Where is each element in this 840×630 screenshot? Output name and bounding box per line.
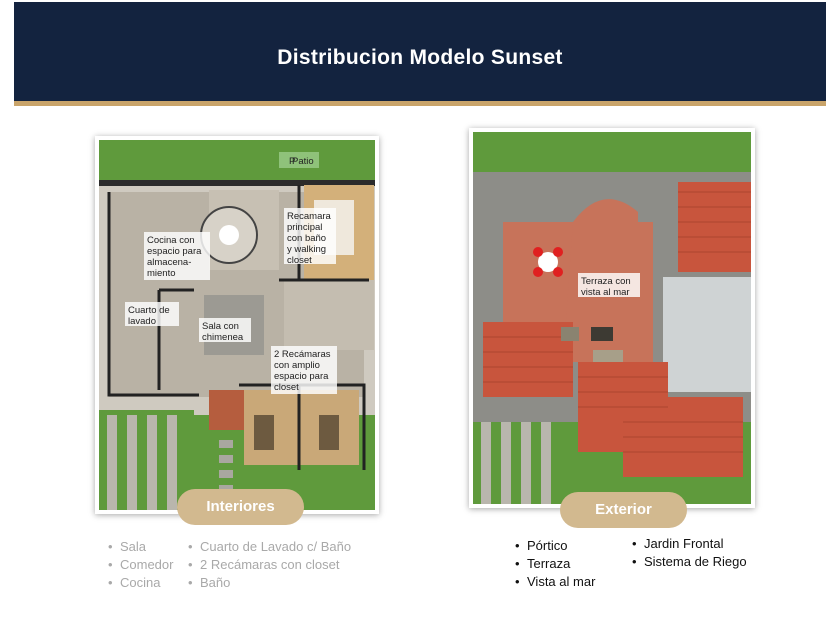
label-living: Sala con chimenea: [199, 318, 251, 343]
list-item: Vista al mar: [527, 573, 595, 591]
list-item: Baño: [200, 574, 351, 592]
list-item: Pórtico: [527, 537, 595, 555]
svg-text:principal: principal: [287, 222, 322, 233]
label-terrace: Terraza con vista al mar: [578, 273, 640, 298]
svg-text:closet: closet: [287, 255, 312, 266]
exterior-features-list-2: Jardin Frontal Sistema de Riego: [644, 535, 747, 571]
svg-text:miento: miento: [147, 268, 176, 279]
interior-floorplan-image: P Patio Cocina con espacio para almacena…: [99, 140, 375, 510]
svg-text:almacena-: almacena-: [147, 257, 191, 268]
list-item: Jardin Frontal: [644, 535, 747, 553]
svg-text:2 Recámaras: 2 Recámaras: [274, 349, 331, 360]
interior-floorplan-card: P Patio Cocina con espacio para almacena…: [95, 136, 379, 514]
svg-text:y walking: y walking: [287, 244, 326, 255]
list-item: Sala: [120, 538, 173, 556]
svg-text:Recamara: Recamara: [287, 211, 332, 222]
interior-features-list-2: Cuarto de Lavado c/ Baño 2 Recámaras con…: [200, 538, 351, 592]
interiors-pill: Interiores: [177, 489, 304, 525]
svg-text:lavado: lavado: [128, 316, 156, 327]
svg-text:chimenea: chimenea: [202, 332, 244, 343]
svg-text:Terraza con: Terraza con: [581, 276, 631, 287]
list-item: Terraza: [527, 555, 595, 573]
svg-text:con amplio: con amplio: [274, 360, 320, 371]
svg-text:P: P: [289, 156, 295, 167]
exterior-features-list-1: Pórtico Terraza Vista al mar: [527, 537, 595, 591]
page-title: Distribucion Modelo Sunset: [277, 46, 563, 69]
label-kitchen: Cocina con espacio para almacena- miento: [144, 232, 210, 280]
label-patio: P: [279, 152, 319, 168]
svg-text:vista al mar: vista al mar: [581, 287, 630, 298]
svg-text:Patio: Patio: [292, 156, 314, 167]
svg-text:con baño: con baño: [287, 233, 326, 244]
list-item: Cuarto de Lavado c/ Baño: [200, 538, 351, 556]
exterior-pill: Exterior: [560, 492, 687, 528]
svg-text:Cuarto de: Cuarto de: [128, 305, 170, 316]
exterior-plan-card: Terraza con vista al mar: [469, 128, 755, 508]
list-item: Sistema de Riego: [644, 553, 747, 571]
svg-text:Cocina con: Cocina con: [147, 235, 195, 246]
list-item: Comedor: [120, 556, 173, 574]
svg-text:Sala con: Sala con: [202, 321, 239, 332]
list-item: Cocina: [120, 574, 173, 592]
interior-features-list-1: Sala Comedor Cocina: [120, 538, 173, 592]
header-banner: Distribucion Modelo Sunset: [14, 2, 826, 106]
label-laundry: Cuarto de lavado: [125, 302, 179, 327]
svg-text:closet: closet: [274, 382, 299, 393]
svg-text:espacio para: espacio para: [274, 371, 329, 382]
label-bedrooms: 2 Recámaras con amplio espacio para clos…: [271, 346, 337, 394]
exterior-plan-image: Terraza con vista al mar: [473, 132, 751, 504]
list-item: 2 Recámaras con closet: [200, 556, 351, 574]
label-master-bedroom: Recamara principal con baño y walking cl…: [284, 208, 336, 266]
svg-text:espacio para: espacio para: [147, 246, 202, 257]
label-patio-text: Patio: [292, 156, 314, 167]
